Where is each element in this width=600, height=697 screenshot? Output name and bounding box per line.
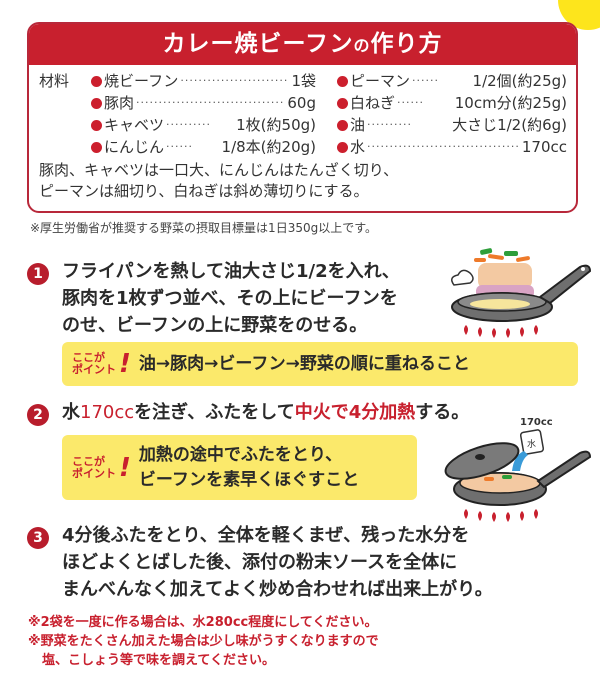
ingredient-item: 焼ビーフン··························1袋 xyxy=(91,70,316,92)
step-2-point-box: ここが ポイント ! 加熱の途中でふたをとり、 ビーフンを素早くほぐすこと xyxy=(62,435,417,500)
water-amount-label: 170cc xyxy=(520,417,553,428)
dot-leader: ······ xyxy=(412,74,439,87)
ingredient-item: 豚肉··································60g xyxy=(91,92,316,114)
point-text: 油→豚肉→ビーフン→野菜の順に重ねること xyxy=(138,353,470,374)
ingredient-item: 水······································1… xyxy=(337,136,567,158)
bullet-icon xyxy=(337,75,348,87)
dot-leader: ······································ xyxy=(367,140,520,153)
step-1-text: フライパンを熱して油大さじ1/2を入れ、 豚肉を1枚ずつ並べ、その上にビーフンを… xyxy=(62,261,400,336)
ingredient-item: にんじん······1/8本(約20g) xyxy=(91,136,316,158)
recipe-card: カレー焼ビーフンの作り方 材料 焼ビーフン···················… xyxy=(27,22,578,213)
dot-leader: ······ xyxy=(166,140,193,153)
title-particle: の xyxy=(353,36,371,55)
step-3-text: 4分後ふたをとり、全体を軽くまぜ、残った水分を ほどよくとばした後、添付の粉末ソ… xyxy=(62,525,493,600)
bullet-icon xyxy=(91,75,102,87)
dot-leader: ······ xyxy=(397,96,424,109)
ingredient-item: ピーマン······1/2個(約25g) xyxy=(337,70,567,92)
prep-instructions: 豚肉、キャベツは一口大、にんじんはたんざく切り、 ピーマンは細切り、白ねぎは斜め… xyxy=(39,161,399,200)
vegetable-intake-note: ※厚生労働省が推奨する野菜の摂取目標量は1日350g以上です。 xyxy=(30,221,378,235)
bullet-icon xyxy=(337,97,348,109)
bottom-notes: ※2袋を一度に作る場合は、水280cc程度にしてください。 ※野菜をたくさん加え… xyxy=(28,615,379,668)
title-suffix: 作り方 xyxy=(370,31,443,57)
bullet-icon xyxy=(337,119,348,131)
ingredient-item: 白ねぎ······10cm分(約25g) xyxy=(337,92,567,114)
dot-leader: ·························· xyxy=(180,74,290,87)
point-text: 加熱の途中でふたをとり、 ビーフンを素早くほぐすこと xyxy=(138,444,360,490)
point-tag: ここが ポイント xyxy=(72,351,116,376)
bullet-icon xyxy=(91,119,102,131)
dot-leader: ·································· xyxy=(136,96,286,109)
ingredients-left-column: 焼ビーフン··························1袋 豚肉····… xyxy=(91,70,316,158)
bullet-icon xyxy=(91,141,102,153)
ingredient-item: キャベツ··········1枚(約50g) xyxy=(91,114,316,136)
exclamation-icon: ! xyxy=(119,452,131,483)
step-1-badge: 1 xyxy=(27,263,49,285)
step-1-point-box: ここが ポイント ! 油→豚肉→ビーフン→野菜の順に重ねること xyxy=(62,342,578,386)
point-tag: ここが ポイント xyxy=(72,454,116,480)
covered-pan-icon: 170cc 水 xyxy=(444,417,592,522)
recipe-title: カレー焼ビーフンの作り方 xyxy=(29,24,576,65)
step-3-badge: 3 xyxy=(27,527,49,549)
jug-label: 水 xyxy=(527,438,536,450)
ingredient-item: 油··········大さじ1/2(約6g) xyxy=(337,114,567,136)
title-main: カレー焼ビーフン xyxy=(162,31,354,57)
dot-leader: ·········· xyxy=(367,118,412,131)
bullet-icon xyxy=(337,141,348,153)
ingredients-label: 材料 xyxy=(39,72,70,90)
step-2-text: 水170ccを注ぎ、ふたをして中火で4分加熱する。 xyxy=(62,402,470,423)
dot-leader: ·········· xyxy=(166,118,211,131)
exclamation-icon: ! xyxy=(119,349,131,379)
bullet-icon xyxy=(91,97,102,109)
step-2-badge: 2 xyxy=(27,404,49,426)
frying-pan-icon xyxy=(451,248,592,338)
ingredients-right-column: ピーマン······1/2個(約25g) 白ねぎ······10cm分(約25g… xyxy=(337,70,567,158)
